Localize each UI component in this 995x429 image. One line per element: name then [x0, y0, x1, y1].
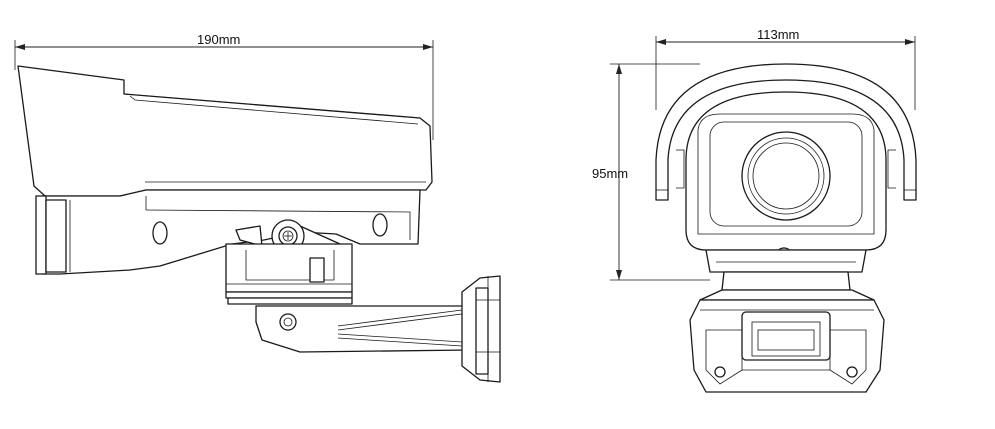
side-view-camera: 190mm	[14, 32, 501, 383]
width-dimension-front	[655, 36, 916, 110]
front-neck	[721, 271, 851, 291]
mount-neck	[225, 243, 353, 293]
side-width-label: 190mm	[197, 32, 240, 47]
wall-plate	[461, 275, 501, 383]
front-height-label: 95mm	[592, 166, 628, 181]
side-screw-right	[372, 213, 388, 237]
side-screw-left	[152, 221, 168, 245]
lens	[741, 131, 831, 221]
front-width-label: 113mm	[757, 27, 799, 42]
sun-shield	[17, 65, 433, 197]
front-sun-shield	[655, 63, 917, 201]
width-dimension-side	[14, 40, 434, 140]
front-view-camera: 113mm 95mm	[592, 27, 917, 393]
front-lower-band	[705, 249, 867, 273]
height-dimension-front	[610, 63, 710, 281]
